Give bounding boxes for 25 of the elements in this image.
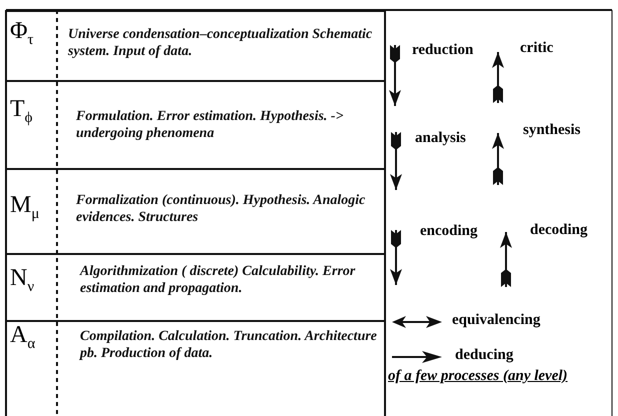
level-description: Universe condensation–conceptualization Schematic system. Input of data. (68, 26, 374, 60)
legend-label: equivalencing (452, 312, 540, 329)
edge-label: synthesis (523, 122, 581, 139)
level-description: Compilation. Calculation. Truncation. Architecture pb. Production of data. (80, 328, 378, 362)
edge-label: critic (520, 40, 554, 57)
arrow (500, 232, 512, 287)
level-symbol: A$_{α}$ (10, 322, 36, 354)
legend-caption: of a few processes (any level) (388, 368, 568, 385)
arrow (390, 230, 402, 285)
arrow (389, 45, 401, 106)
legend-label: deducing (455, 347, 514, 364)
level-symbol: N$_{ν}$ (10, 265, 34, 297)
edge-label: analysis (415, 130, 466, 147)
edge-label: encoding (420, 223, 478, 240)
level-symbol: M$_{μ}$ (10, 192, 40, 224)
arrow (492, 52, 504, 103)
arrow (390, 132, 402, 190)
level-description: Formulation. Error estimation. Hypothesis. -> undergoing phenomena (76, 108, 344, 142)
edge-label: reduction (412, 42, 474, 59)
level-description: Algorithmization ( discrete) Calculability. Error estimation and propagation. (80, 263, 356, 297)
level-symbol: Φ$_{τ}$ (10, 18, 34, 50)
arrow (492, 133, 504, 185)
level-description: Formalization (continuous). Hypothesis. Analogic evidences. Structures (76, 192, 366, 226)
level-symbol: T$_{ϕ}$ (10, 96, 33, 128)
edge-label: decoding (530, 222, 588, 239)
